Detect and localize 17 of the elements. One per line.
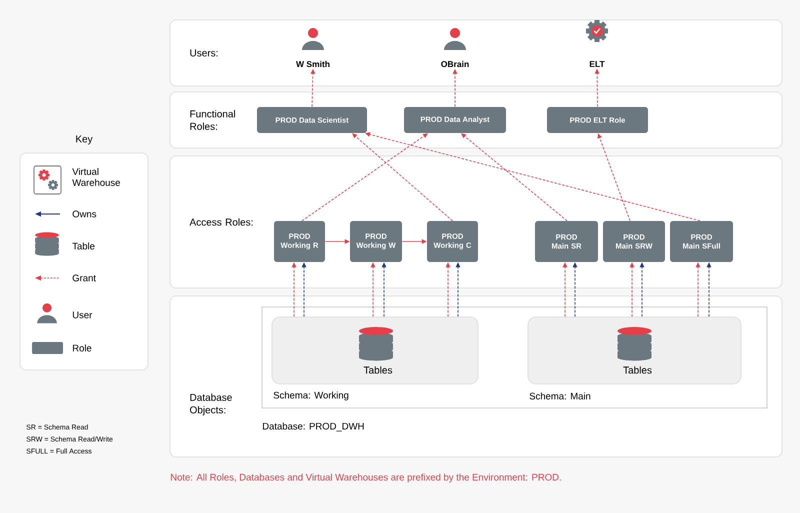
legend-label: Virtual Warehouse [72,168,120,186]
legend-label: Table [72,242,94,250]
legend-label: Grant [72,274,96,282]
arrow [352,133,453,222]
node-label: Database: PROD_DWH [262,422,364,432]
legend-label: Role [73,344,92,352]
user-name: OBrain [441,60,469,68]
legend-label: User [72,312,92,318]
schema-box: Tables Schema: Working [272,316,478,400]
footnote: Note: All Roles, Databases and Virtual Warehouses are prefixed by the Environment: PROD. [171,474,561,482]
arrow [461,133,568,222]
user-name: W Smith [296,60,330,68]
legend-label: Owns [72,210,96,218]
schema-box: Tables Schema: Main [528,316,742,400]
legend-title: Key [76,136,93,144]
arrow [302,133,428,222]
user-name: ELT [590,61,605,67]
